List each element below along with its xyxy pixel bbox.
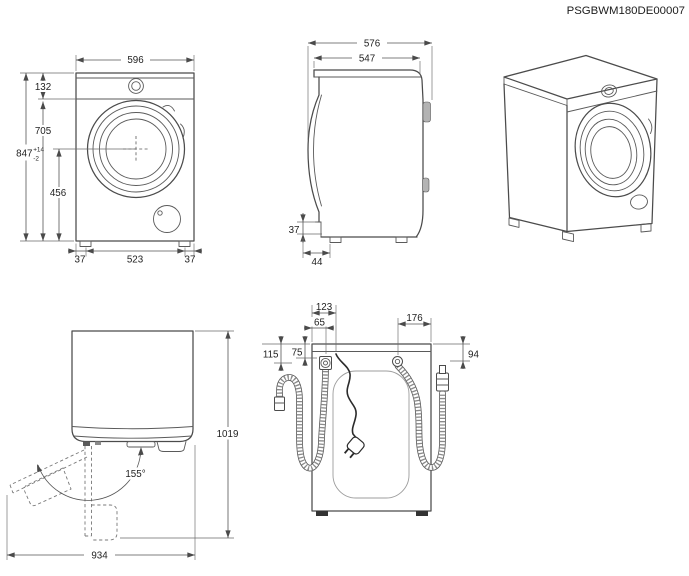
inlet-hose — [392, 356, 449, 471]
rear-cabinet — [311, 343, 432, 512]
power-cord — [335, 353, 365, 459]
dim-width-door-open: 934 — [6, 445, 196, 562]
perspective-view — [503, 54, 658, 243]
dim-label-847-tol-minus: -2 — [33, 156, 39, 163]
dim-label-94: 94 — [468, 350, 479, 361]
dim-label-123: 123 — [316, 302, 333, 313]
dim-label-596: 596 — [127, 55, 144, 66]
front-foot-right — [178, 240, 191, 247]
document-id: PSGBWM180DE00007 — [567, 5, 685, 17]
dim-label-523: 523 — [127, 255, 144, 266]
dim-front-total-height: 847 +14 -2 — [9, 72, 74, 242]
rear-foot-left — [316, 511, 328, 516]
dim-label-44: 44 — [312, 257, 323, 268]
dim-front-panel-height: 132 — [32, 73, 76, 100]
rear-recess — [332, 370, 410, 499]
dim-label-37-right: 37 — [185, 255, 196, 266]
door-handle-notch — [162, 105, 175, 112]
side-foot-front — [329, 236, 342, 243]
dim-rear-drain-end-drop: 115 — [262, 336, 310, 371]
door-handle-top-view — [156, 441, 187, 452]
dim-side-cabinet-depth: 547 — [313, 52, 421, 75]
perspective-left-face — [503, 83, 568, 233]
filter-cap — [153, 205, 181, 233]
dim-side-total-depth: 576 — [307, 37, 433, 140]
side-foot-rear — [395, 236, 408, 243]
inlet-hose-end-fitting — [436, 372, 449, 392]
dim-label-176: 176 — [406, 313, 423, 324]
side-view: 576 547 37 44 — [289, 37, 433, 268]
dim-front-feet: 37 523 37 — [68, 243, 202, 266]
perspective-door — [574, 102, 653, 198]
dim-front-lower-height: 705 — [32, 101, 54, 241]
dim-rear-inlet-connector-drop: 94 — [433, 336, 479, 369]
door-open-90-dashed — [84, 446, 118, 541]
dim-depth-door-open: 1019 — [120, 330, 244, 539]
perspective-filter-cap — [630, 194, 648, 210]
drain-hose — [274, 356, 332, 472]
front-view: 596 847 +14 -2 132 705 456 — [9, 54, 202, 266]
dim-label-1019: 1019 — [217, 429, 239, 440]
dim-rear-inlet-offset: 176 — [397, 313, 432, 355]
perspective-front-face — [566, 78, 658, 233]
dim-label-37-left: 37 — [75, 255, 86, 266]
perspective-foot — [562, 231, 574, 243]
dim-label-75: 75 — [292, 348, 303, 359]
perspective-foot — [508, 217, 520, 228]
dim-front-width: 596 — [75, 54, 195, 71]
dim-rear-drain-connector-drop: 75 — [292, 336, 317, 366]
door-open-155-dashed — [9, 449, 88, 507]
door-hinge — [95, 441, 101, 445]
perspective-foot — [640, 223, 652, 233]
dim-label-65: 65 — [314, 317, 325, 328]
program-knob — [128, 78, 144, 94]
dim-label-115: 115 — [263, 350, 279, 361]
drain-hose-end-fitting — [274, 396, 285, 411]
perspective-knob — [601, 84, 617, 98]
dim-side-bottom-clearance: 37 — [289, 213, 322, 243]
inlet-hose-connector — [392, 356, 403, 367]
front-foot-left — [79, 240, 92, 247]
top-view-cabinet — [71, 330, 194, 443]
dim-label-547: 547 — [359, 53, 375, 64]
perspective-door-handle — [648, 118, 653, 134]
dim-front-door-center: 456 — [47, 148, 136, 241]
door-swing-arc: 155° — [37, 447, 150, 501]
perspective-top-face — [503, 54, 658, 100]
door-hinge — [83, 441, 90, 446]
side-machine-outline — [307, 69, 431, 243]
dim-label-576: 576 — [364, 38, 381, 49]
dim-label-847-tol-plus: +14 — [33, 147, 44, 154]
dim-label-847: 847 — [16, 149, 32, 160]
dim-label-705: 705 — [35, 126, 52, 137]
rear-view: 123 65 176 115 75 — [262, 302, 479, 516]
dim-label-456: 456 — [50, 188, 67, 199]
door-edge — [126, 441, 156, 448]
rear-foot-right — [416, 511, 428, 516]
dim-label-934: 934 — [91, 551, 108, 562]
dim-label-37-side: 37 — [289, 225, 300, 236]
dim-label-155deg: 155° — [125, 469, 145, 480]
top-view-door-swing: 155° 1019 934 — [6, 330, 244, 562]
dim-label-132: 132 — [35, 82, 51, 93]
power-plug — [343, 436, 365, 459]
dim-rear-drain-offset: 65 — [304, 317, 334, 354]
rear-clip — [422, 177, 430, 193]
front-machine-outline — [75, 72, 195, 247]
side-door-bulge — [307, 76, 320, 223]
inlet-hose-holder — [422, 101, 431, 123]
dim-side-foot-inset: 44 — [302, 238, 331, 268]
